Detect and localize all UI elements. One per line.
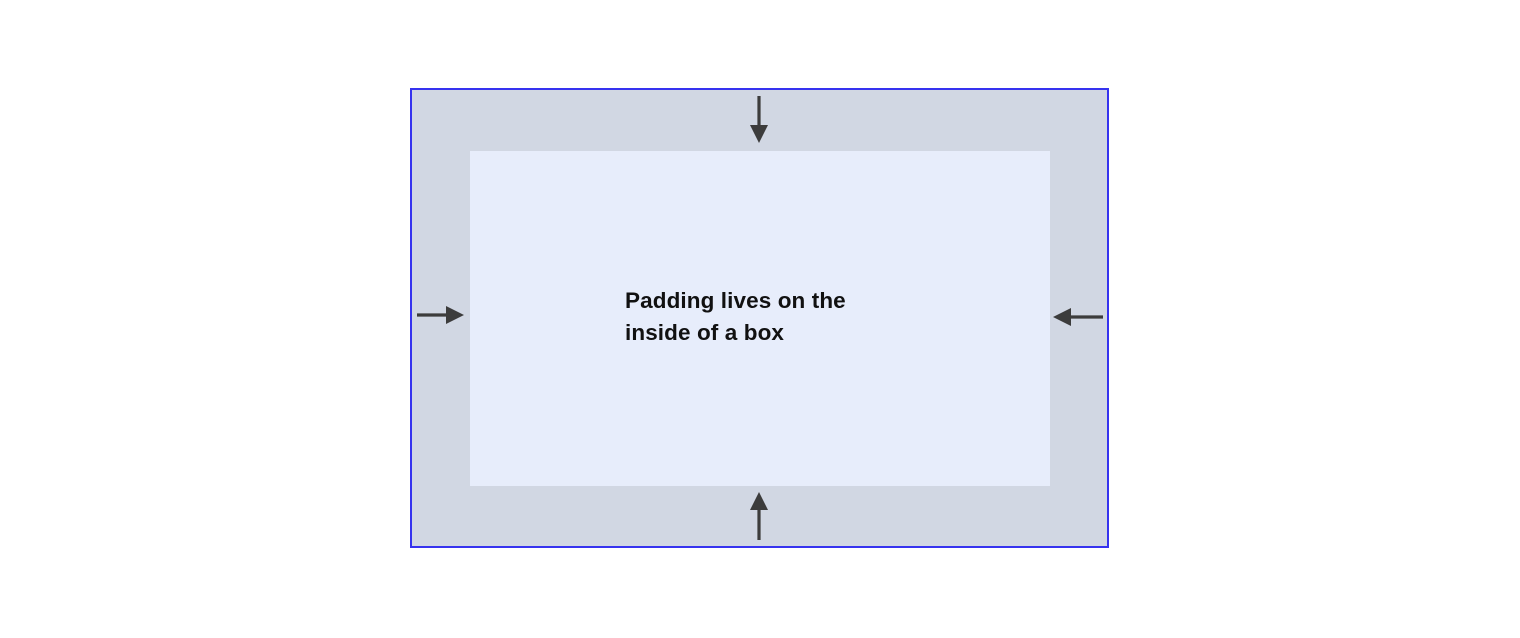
- content-box: [470, 151, 1050, 486]
- content-label: Padding lives on the inside of a box: [625, 288, 846, 345]
